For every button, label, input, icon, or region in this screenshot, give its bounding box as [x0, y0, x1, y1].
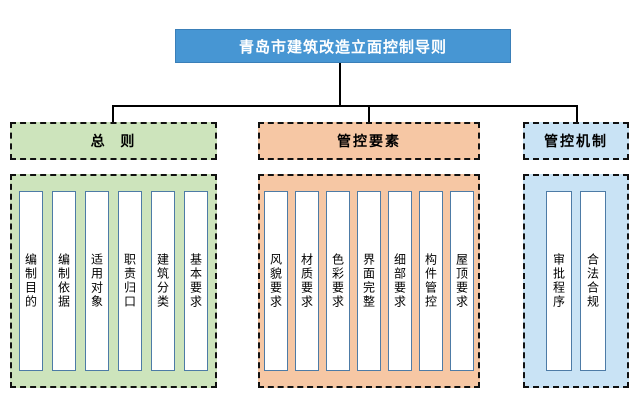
- leaf-node-label: 合法合规: [585, 253, 600, 309]
- branch-header-mechanism: 管控机制: [523, 122, 629, 160]
- leaf-node: 细部要求: [388, 191, 412, 371]
- leaf-node: 界面完整: [357, 191, 381, 371]
- branch-header-general: 总 则: [10, 122, 217, 160]
- branch-container-mechanism: 审批程序 合法合规: [523, 174, 629, 388]
- leaf-node-label: 编制目的: [23, 253, 38, 309]
- leaf-node: 风貌要求: [264, 191, 288, 371]
- leaf-node-label: 色彩要求: [330, 253, 345, 309]
- leaf-node-label: 材质要求: [299, 253, 314, 309]
- connector-drop-mechanism: [576, 105, 578, 124]
- connector-crossbar: [112, 105, 578, 107]
- branch-container-general: 编制目的 编制依据 适用对象 职责归口 建筑分类 基本要求: [10, 174, 217, 388]
- leaf-node: 编制依据: [52, 191, 76, 371]
- branch-header-mechanism-label: 管控机制: [544, 134, 608, 150]
- leaf-node: 编制目的: [19, 191, 43, 371]
- leaf-node: 审批程序: [546, 191, 572, 371]
- leaf-node-label: 屋顶要求: [454, 253, 469, 309]
- leaf-node: 合法合规: [580, 191, 606, 371]
- leaf-node-label: 构件管控: [423, 253, 438, 309]
- leaf-node: 基本要求: [184, 191, 208, 371]
- leaf-node: 屋顶要求: [450, 191, 474, 371]
- branch-header-general-label: 总 则: [90, 134, 137, 150]
- leaf-node-label: 界面完整: [361, 253, 376, 309]
- leaf-node: 色彩要求: [326, 191, 350, 371]
- leaf-node: 职责归口: [118, 191, 142, 371]
- branch-header-elements-label: 管控要素: [337, 134, 401, 150]
- leaf-node-label: 审批程序: [551, 253, 566, 309]
- leaf-node-label: 编制依据: [56, 253, 71, 309]
- leaf-node-label: 适用对象: [89, 253, 104, 309]
- leaf-node: 构件管控: [419, 191, 443, 371]
- connector-drop-general: [112, 105, 114, 124]
- root-node: 青岛市建筑改造立面控制导则: [175, 29, 511, 63]
- leaf-node-label: 风貌要求: [268, 253, 283, 309]
- connector-drop-elements: [368, 105, 370, 124]
- leaf-node-label: 职责归口: [122, 253, 137, 309]
- connector-trunk: [339, 63, 341, 107]
- leaf-node-label: 建筑分类: [155, 253, 170, 309]
- branch-container-elements: 风貌要求 材质要求 色彩要求 界面完整 细部要求 构件管控 屋顶要求: [258, 174, 480, 388]
- leaf-node: 适用对象: [85, 191, 109, 371]
- leaf-node-label: 基本要求: [188, 253, 203, 309]
- leaf-node: 材质要求: [295, 191, 319, 371]
- root-node-label: 青岛市建筑改造立面控制导则: [238, 37, 447, 56]
- branch-header-elements: 管控要素: [258, 122, 480, 160]
- leaf-node: 建筑分类: [151, 191, 175, 371]
- leaf-node-label: 细部要求: [392, 253, 407, 309]
